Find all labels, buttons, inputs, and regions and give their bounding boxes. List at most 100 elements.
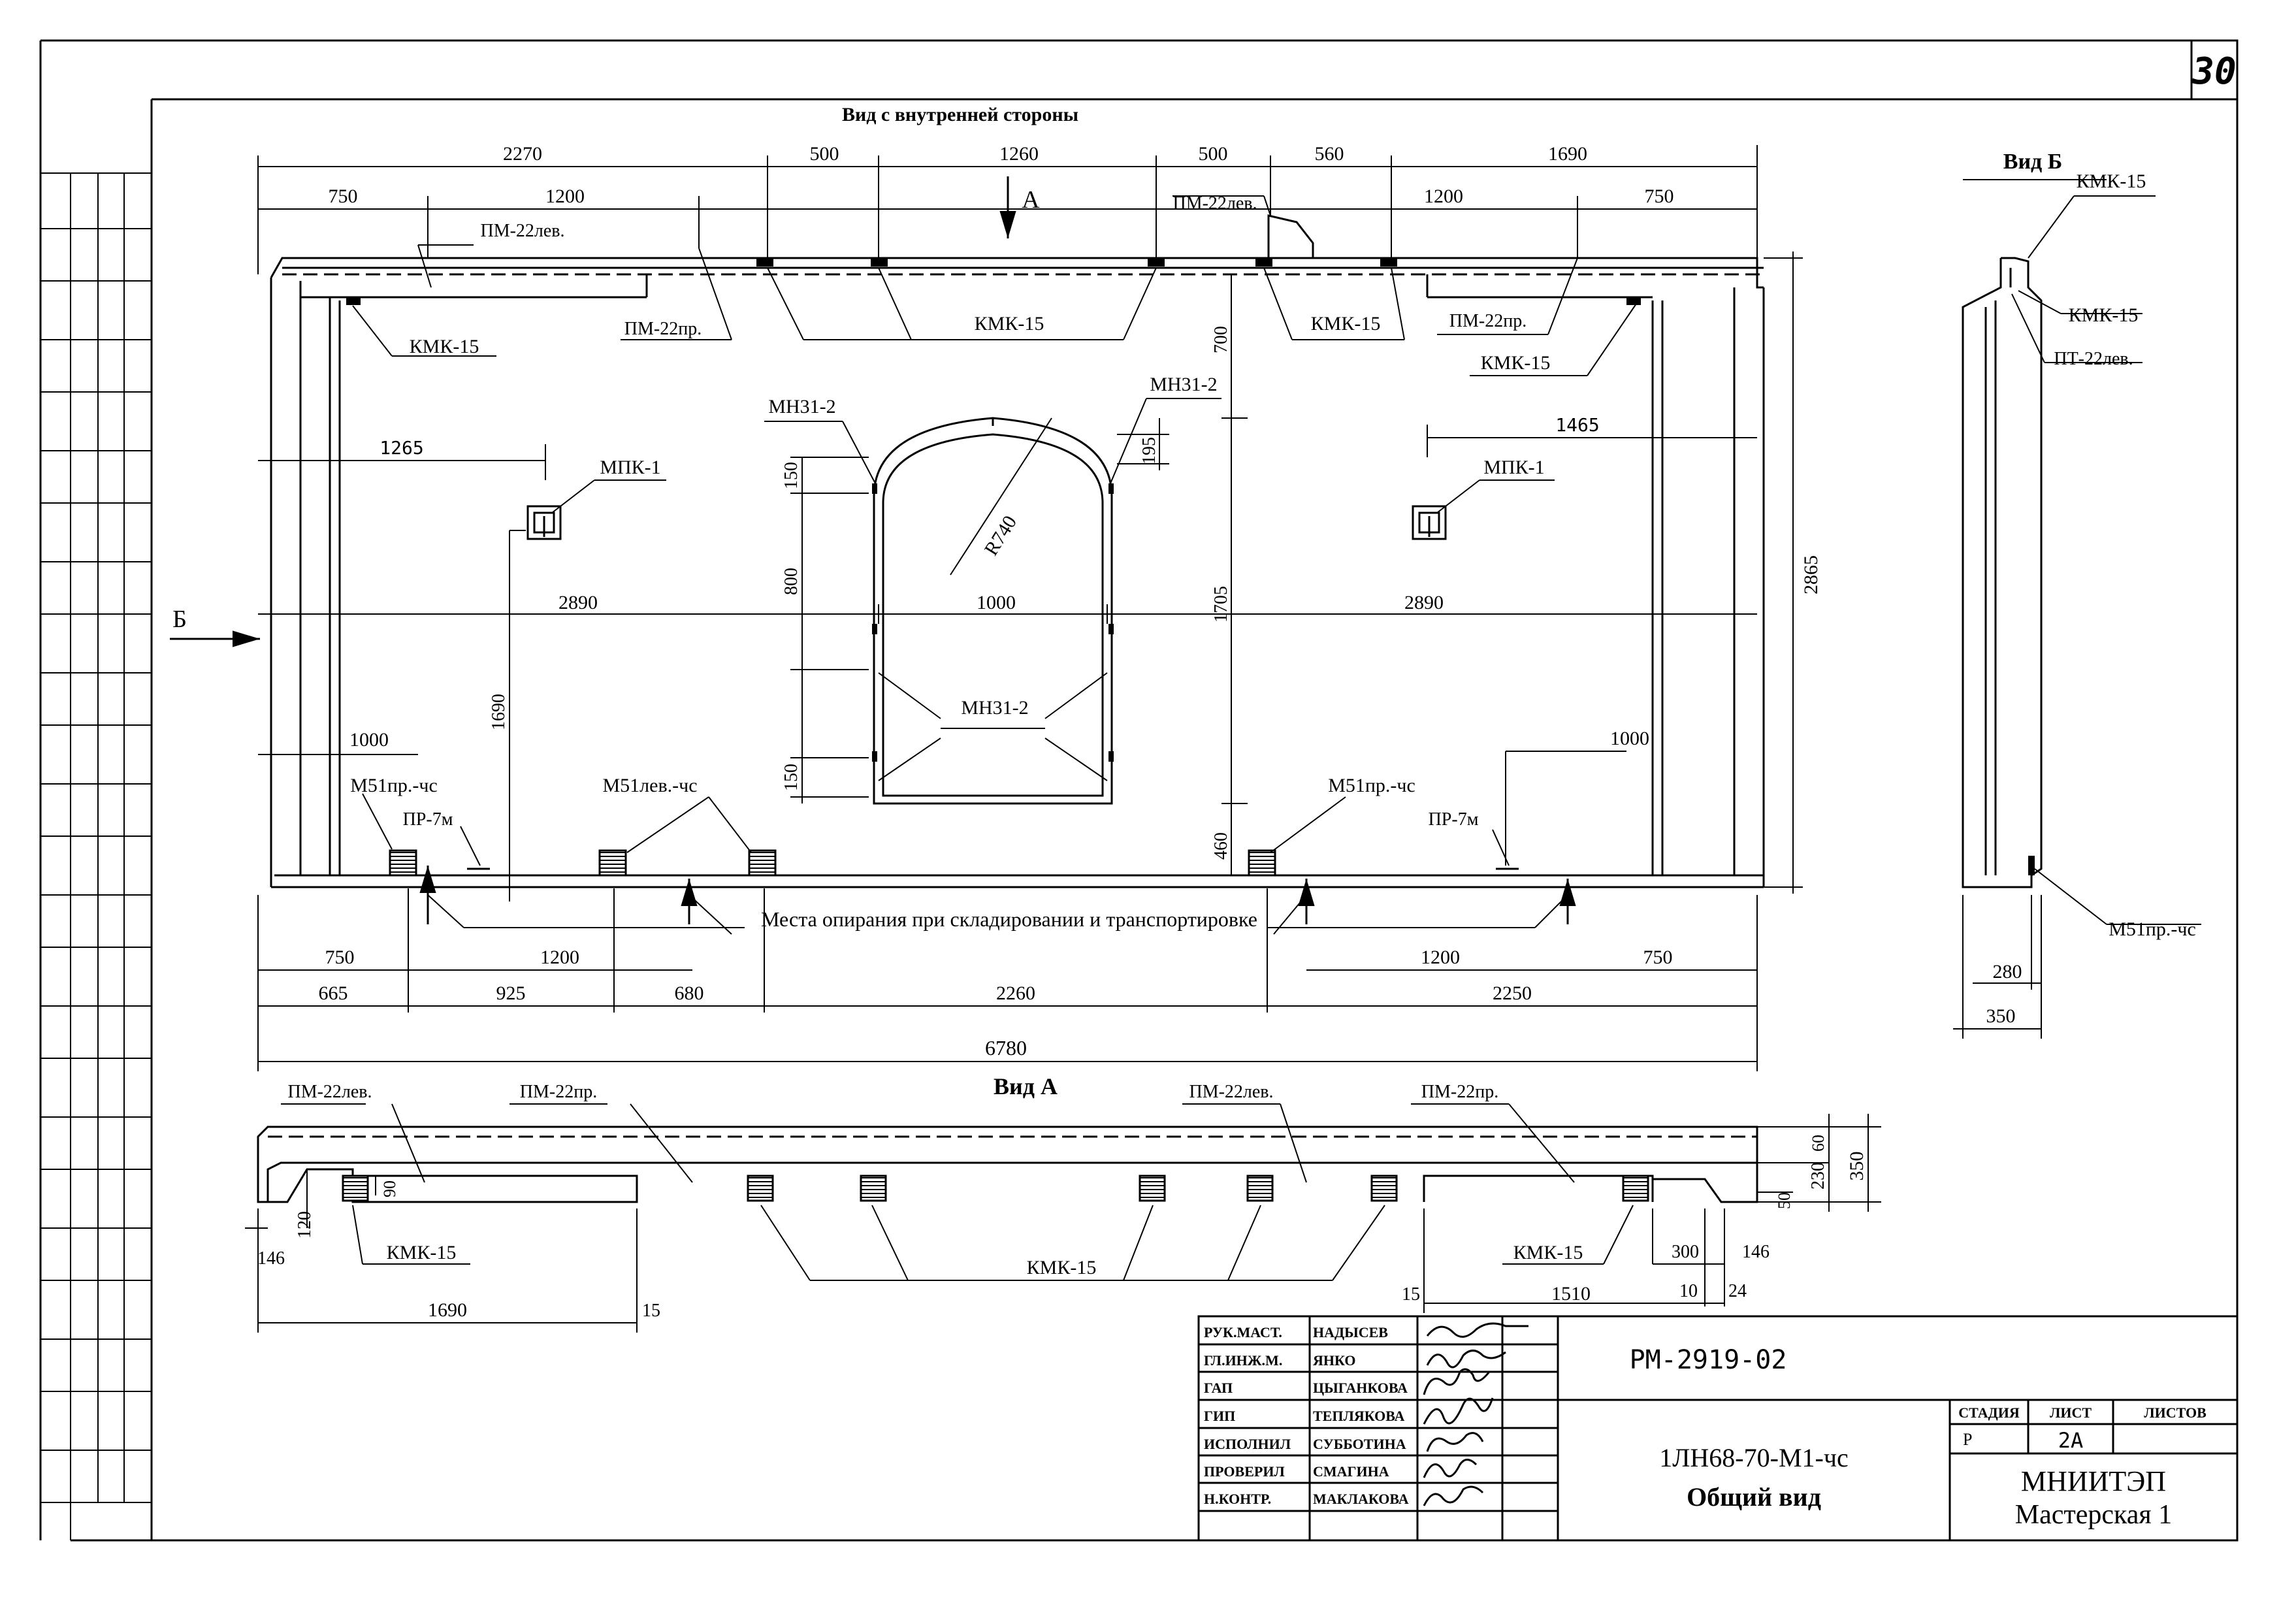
- wall-panel-outline: [270, 257, 1765, 888]
- pm22-bracket: [1267, 214, 1314, 258]
- dim-800: 800: [781, 568, 801, 595]
- mpk1-leaders: [551, 479, 1555, 513]
- dim-1260: 1260: [999, 143, 1039, 165]
- label-m51lev: М51лев.-чс: [602, 775, 697, 796]
- view-b-leaders: [2011, 195, 2201, 925]
- dim-1265: 1265: [380, 437, 423, 459]
- label-pm22lev-right: ПМ-22лев.: [1172, 193, 1257, 214]
- dim-195: 195: [1139, 437, 1159, 464]
- label-pm22pr-right: ПМ-22пр.: [1449, 311, 1527, 331]
- va-dim-15-left: 15: [642, 1301, 660, 1321]
- dim-560: 560: [1315, 143, 1344, 165]
- dim-500-left: 500: [810, 143, 839, 165]
- va-dim-10: 10: [1679, 1281, 1698, 1301]
- dim-2260: 2260: [996, 982, 1035, 1004]
- label-m51pr-right: М51пр.-чс: [1328, 775, 1415, 796]
- dim-460: 460: [1211, 832, 1231, 860]
- va-dim-24: 24: [1728, 1281, 1747, 1301]
- dim-750-br: 750: [1643, 947, 1673, 968]
- label-kmk15-left: КМК-15: [410, 336, 479, 357]
- label-kmk15-center: КМК-15: [975, 313, 1044, 334]
- name-1: ЯНКО: [1313, 1352, 1356, 1369]
- name-3: ТЕПЛЯКОВА: [1313, 1408, 1405, 1424]
- va-label-kmk15-right: КМК-15: [1513, 1242, 1583, 1263]
- dim-150-bottom: 150: [781, 764, 801, 791]
- mid-horizontal-dims: [258, 604, 1757, 624]
- bottom-part-leaders: [362, 751, 1510, 866]
- name-6: МАКЛАКОВА: [1313, 1491, 1409, 1507]
- center-vertical-dims: [1221, 274, 1248, 875]
- role-4: ИСПОЛНИЛ: [1204, 1436, 1291, 1452]
- view-a-arrow: А: [999, 176, 1040, 238]
- dim-6780: 6780: [985, 1036, 1027, 1060]
- view-b-arrow: Б: [170, 606, 260, 647]
- dim-195-group: [1117, 418, 1169, 470]
- mn31-labels: МН31-2 МН31-2 МН31-2: [768, 374, 1217, 719]
- sheet-header: ЛИСТ: [2050, 1404, 2092, 1421]
- va-dim-1690: 1690: [428, 1299, 467, 1321]
- role-6: Н.КОНТР.: [1204, 1491, 1271, 1507]
- mpk1-left-box: [526, 505, 562, 540]
- arrow-b-label: Б: [172, 606, 187, 633]
- workshop-name: Мастерская 1: [2015, 1500, 2173, 1530]
- side-1000-dims: [258, 751, 1626, 755]
- dim-1200-tl: 1200: [545, 186, 585, 207]
- doc-code: РМ-2919-02: [1630, 1345, 1787, 1375]
- dim-1000-right: 1000: [1610, 728, 1649, 749]
- stage-value: Р: [1963, 1430, 1972, 1449]
- dim-700: 700: [1211, 326, 1231, 353]
- mpk-position-dims: [258, 425, 1757, 480]
- view-a-dims: [245, 1114, 1881, 1333]
- dim-1690-vertical: 1690: [489, 694, 509, 730]
- org-name: МНИИТЭП: [2021, 1465, 2166, 1497]
- dim-665: 665: [319, 982, 348, 1004]
- dim-680: 680: [675, 982, 704, 1004]
- view-b-dims: [1953, 895, 2042, 1039]
- support-note-leaders: [427, 894, 1568, 935]
- view-b-title: Вид Б: [2003, 150, 2062, 174]
- name-0: НАДЫСЕВ: [1313, 1324, 1388, 1340]
- dim-1705: 1705: [1211, 586, 1231, 623]
- dim-1690-vertical-group: [509, 530, 526, 901]
- view-a-plates: [342, 1175, 1649, 1202]
- overall-height-dim: [1764, 251, 1803, 894]
- mn31-leaders: [764, 398, 1221, 781]
- label-mn31-center: МН31-2: [961, 697, 1028, 719]
- dim-2250: 2250: [1493, 982, 1532, 1004]
- dim-1000-opening: 1000: [977, 592, 1016, 613]
- role-1: ГЛ.ИНЖ.М.: [1204, 1352, 1282, 1369]
- vb-dim-350: 350: [1986, 1005, 2016, 1027]
- opening-side-plates: [872, 483, 1114, 762]
- dim-2890-left: 2890: [558, 592, 598, 613]
- va-label-kmk15-center: КМК-15: [1027, 1257, 1097, 1278]
- product-code: 1ЛН68-70-М1-чс: [1659, 1443, 1848, 1472]
- view-b-outline: [1962, 257, 2043, 888]
- va-label-pm22pr-1: ПМ-22пр.: [520, 1082, 597, 1102]
- top-leaders: [352, 195, 1637, 376]
- dim-500-right: 500: [1199, 143, 1228, 165]
- sheet-title: Общий вид: [1687, 1482, 1821, 1512]
- label-mn31-left: МН31-2: [768, 396, 835, 417]
- vb-label-pt22lev: ПТ-22лев.: [2054, 349, 2133, 369]
- va-label-kmk15-left: КМК-15: [387, 1242, 457, 1263]
- label-mn31-right: МН31-2: [1150, 374, 1217, 395]
- sheets-header: ЛИСТОВ: [2144, 1404, 2207, 1421]
- va-dim-60: 60: [1809, 1135, 1828, 1152]
- va-dim-350: 350: [1846, 1152, 1868, 1181]
- radius-r740: R740: [950, 417, 1052, 576]
- arched-opening: [873, 417, 1113, 805]
- dim-1200-tr: 1200: [1424, 186, 1463, 207]
- m51-grates: [389, 849, 1276, 877]
- view-b-plate: [2028, 856, 2035, 875]
- title-block-names: НАДЫСЕВ ЯНКО ЦЫГАНКОВА ТЕПЛЯКОВА СУББОТИ…: [1313, 1324, 1409, 1507]
- va-dim-120: 120: [295, 1211, 315, 1239]
- vb-label-kmk15-mid: КМК-15: [2069, 304, 2139, 326]
- dim-2865: 2865: [1800, 555, 1822, 594]
- top-dim-row2: 750 1200 1200 750: [329, 186, 1674, 207]
- role-0: РУК.МАСТ.: [1204, 1324, 1282, 1340]
- name-5: СМАГИНА: [1313, 1463, 1389, 1480]
- label-m51pr-left: М51пр.-чс: [350, 775, 438, 796]
- label-pm22pr-left: ПМ-22пр.: [624, 319, 702, 339]
- sheet-value: 2А: [2058, 1428, 2084, 1453]
